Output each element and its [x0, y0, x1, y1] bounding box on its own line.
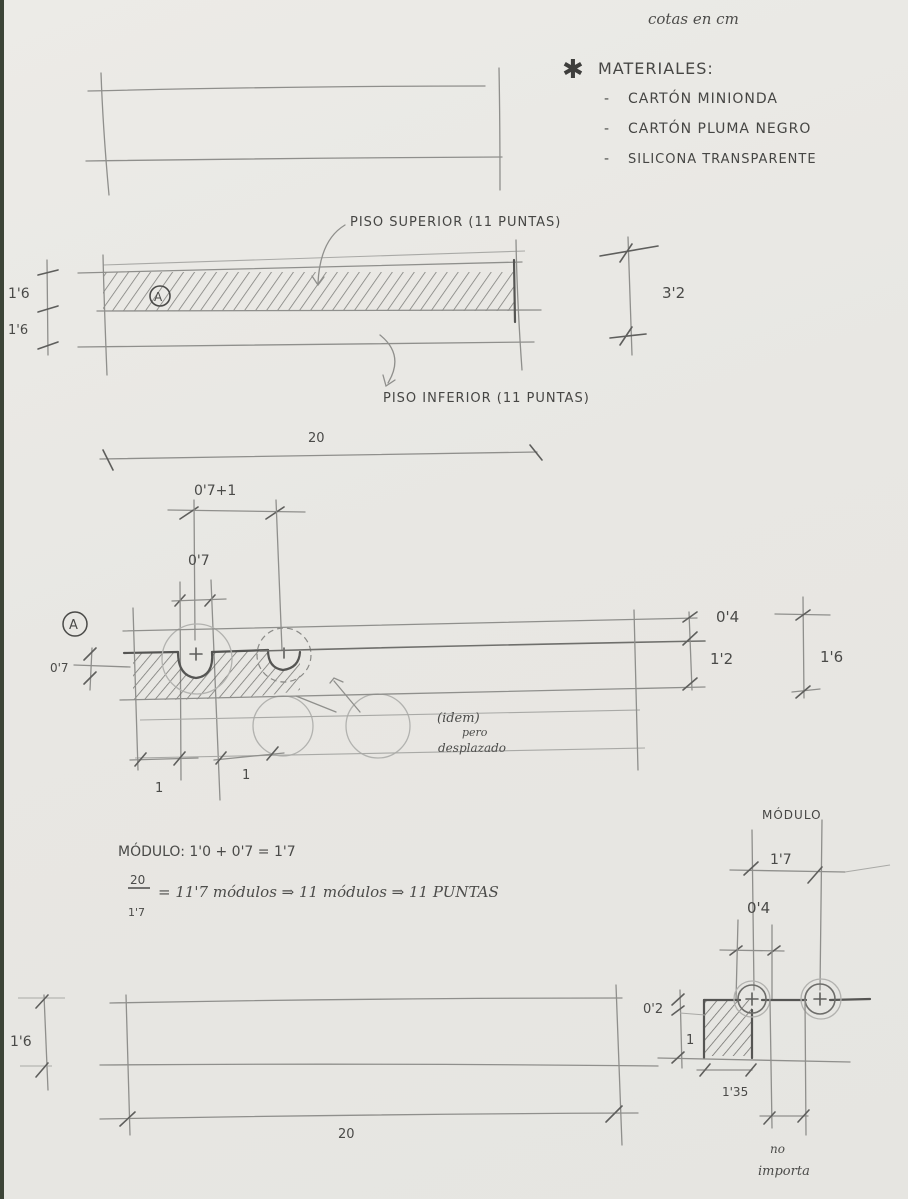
svg-text:20: 20: [338, 1127, 355, 1142]
svg-text:(idem): (idem): [437, 711, 480, 726]
module-detail-drawing: MÓDULO 1'7 0'4 0'2 1: [643, 807, 891, 1179]
svg-text:0'4: 0'4: [716, 608, 739, 626]
svg-text:0'7: 0'7: [50, 661, 69, 675]
svg-text:1: 1: [242, 768, 250, 783]
svg-text:CARTÓN MINIONDA: CARTÓN MINIONDA: [628, 89, 778, 107]
materials-list: ✱ MATERIALES: - CARTÓN MINIONDA - CARTÓN…: [562, 55, 817, 167]
svg-text:no: no: [770, 1142, 785, 1156]
svg-text:1'6: 1'6: [8, 323, 28, 338]
svg-text:desplazado: desplazado: [438, 741, 506, 755]
svg-text:MATERIALES:: MATERIALES:: [598, 59, 714, 78]
svg-text:MÓDULO: 1'0 + 0'7 = 1'7: MÓDULO: 1'0 + 0'7 = 1'7: [118, 842, 296, 860]
svg-text:20: 20: [308, 431, 325, 446]
svg-text:cotas en cm: cotas en cm: [648, 10, 739, 28]
paper-edge: [0, 0, 4, 1199]
svg-text:1: 1: [155, 781, 163, 796]
svg-text:PISO SUPERIOR (11 PUNTAS): PISO SUPERIOR (11 PUNTAS): [350, 215, 561, 230]
module-calculation: MÓDULO: 1'0 + 0'7 = 1'7 20 1'7 = 11'7 mó…: [118, 842, 499, 919]
svg-text:1'7: 1'7: [770, 852, 792, 868]
svg-text:= 11'7 módulos ⇒ 11 módulos ⇒: = 11'7 módulos ⇒ 11 módulos ⇒ 11 PUNTAS: [158, 883, 499, 901]
svg-text:1'35: 1'35: [722, 1085, 748, 1099]
units-note: cotas en cm: [648, 10, 739, 28]
svg-text:3'2: 3'2: [662, 284, 685, 302]
svg-text:20: 20: [130, 873, 145, 887]
bottom-plan-drawing: 20 1'6: [10, 984, 659, 1146]
asterisk-icon: ✱: [562, 55, 584, 85]
svg-text:pero: pero: [462, 726, 488, 739]
svg-text:1'6: 1'6: [820, 648, 843, 666]
svg-text:1'2: 1'2: [710, 650, 733, 668]
svg-text:1: 1: [686, 1033, 694, 1048]
svg-text:1'6: 1'6: [8, 286, 30, 302]
top-plan-outline: [85, 67, 503, 196]
detail-a-drawing: 0'7+1 0'7 A: [50, 483, 843, 801]
svg-text:SILICONA TRANSPARENTE: SILICONA TRANSPARENTE: [628, 152, 817, 167]
svg-text:A: A: [69, 618, 78, 633]
elevation-drawing: 1'6 1'6 3'2 A PISO SUPERIOR (11 PUNTAS) …: [8, 215, 685, 471]
svg-text:0'2: 0'2: [643, 1002, 663, 1017]
detail-marker-a: A: [154, 290, 163, 304]
svg-text:importa: importa: [758, 1164, 810, 1179]
svg-text:CARTÓN PLUMA NEGRO: CARTÓN PLUMA NEGRO: [628, 119, 811, 137]
svg-text:0'4: 0'4: [747, 899, 770, 917]
svg-text:-: -: [604, 121, 609, 137]
svg-text:1'6: 1'6: [10, 1034, 32, 1050]
svg-text:MÓDULO: MÓDULO: [762, 807, 822, 822]
svg-text:1'7: 1'7: [128, 906, 145, 919]
svg-text:0'7+1: 0'7+1: [194, 483, 236, 499]
svg-text:-: -: [604, 151, 609, 167]
svg-text:PISO INFERIOR (11 PUNTAS): PISO INFERIOR (11 PUNTAS): [383, 391, 590, 406]
svg-text:0'7: 0'7: [188, 553, 210, 569]
svg-text:-: -: [604, 91, 609, 107]
